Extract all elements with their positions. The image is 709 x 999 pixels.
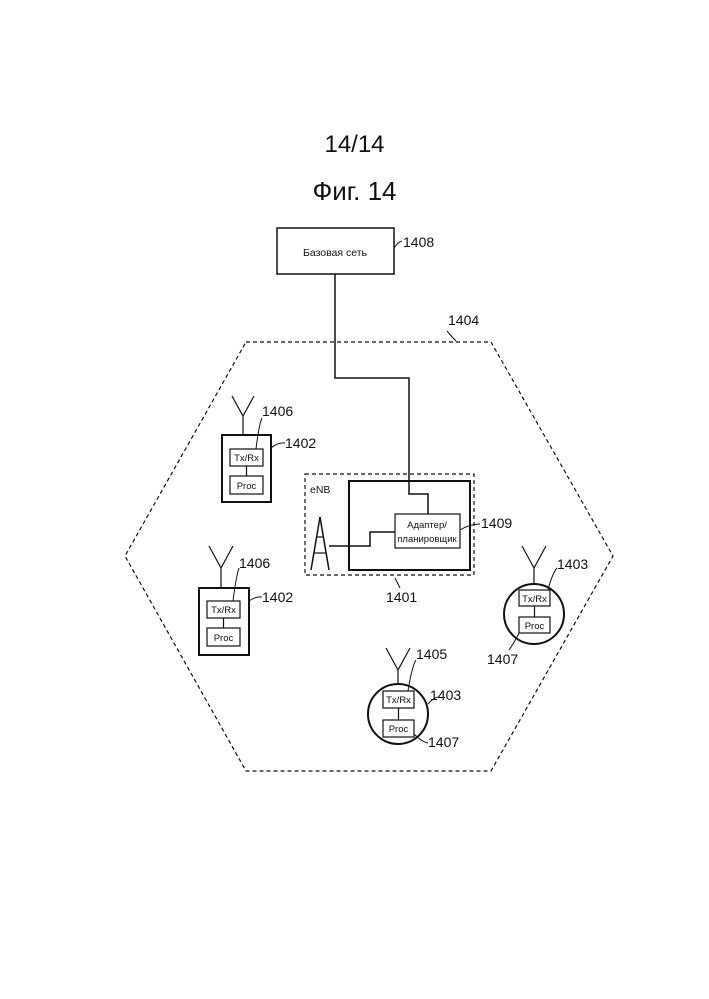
ue-circle-1-ref-device: 1403 bbox=[557, 556, 588, 572]
enb-label: eNB bbox=[310, 484, 330, 496]
ue-circle-2-ref-proc: 1407 bbox=[428, 734, 459, 750]
ue-rect-1-ref-device: 1402 bbox=[285, 435, 316, 451]
adapter-label-line1: Адаптер/ bbox=[407, 520, 447, 531]
ue-circle-2-ref-antenna: 1405 bbox=[416, 646, 447, 662]
backhaul-link bbox=[335, 274, 428, 514]
ue-rect-2-ref-antenna: 1406 bbox=[239, 555, 270, 571]
ue-circle-1-txrx: Tx/Rx bbox=[522, 594, 547, 605]
ue-rect-2: Tx/Rx Proc 1406 1402 bbox=[199, 546, 293, 655]
ue-circle-1: Tx/Rx Proc 1403 1407 bbox=[487, 546, 588, 667]
enb-leader bbox=[395, 578, 400, 588]
ue-circle-2-proc: Proc bbox=[389, 724, 409, 735]
ue-rect-1-proc: Proc bbox=[237, 481, 257, 492]
ue-rect-2-txrx: Tx/Rx bbox=[211, 605, 236, 616]
ue-circle-1-proc: Proc bbox=[525, 621, 545, 632]
antenna-icon bbox=[386, 648, 410, 685]
ue-circle-1-ref-proc: 1407 bbox=[487, 651, 518, 667]
core-network-leader bbox=[394, 241, 402, 248]
cell-ref: 1404 bbox=[448, 312, 479, 328]
antenna-icon bbox=[232, 396, 254, 435]
core-network-ref: 1408 bbox=[403, 234, 434, 250]
antenna-icon bbox=[522, 546, 546, 584]
tower-icon bbox=[311, 517, 329, 570]
ue-rect-1-txrx: Tx/Rx bbox=[234, 453, 259, 464]
antenna-icon bbox=[209, 546, 233, 588]
ue-circle-2-txrx: Tx/Rx bbox=[386, 695, 411, 706]
ue-rect-2-ref-device: 1402 bbox=[262, 589, 293, 605]
adapter-label-line2: планировщик bbox=[397, 534, 457, 545]
ue-circle-2: Tx/Rx Proc 1405 1403 1407 bbox=[368, 646, 461, 750]
ue-rect-2-proc: Proc bbox=[214, 633, 234, 644]
cell-leader bbox=[447, 331, 456, 341]
ue-rect-1-ref-antenna: 1406 bbox=[262, 403, 293, 419]
tower-link bbox=[329, 532, 395, 546]
adapter-ref: 1409 bbox=[481, 515, 512, 531]
core-network-label: Базовая сеть bbox=[303, 247, 368, 259]
ue-rect-1: Tx/Rx Proc 1406 1402 bbox=[222, 396, 316, 502]
enb-ref: 1401 bbox=[386, 589, 417, 605]
ue-circle-2-ref-device: 1403 bbox=[430, 687, 461, 703]
